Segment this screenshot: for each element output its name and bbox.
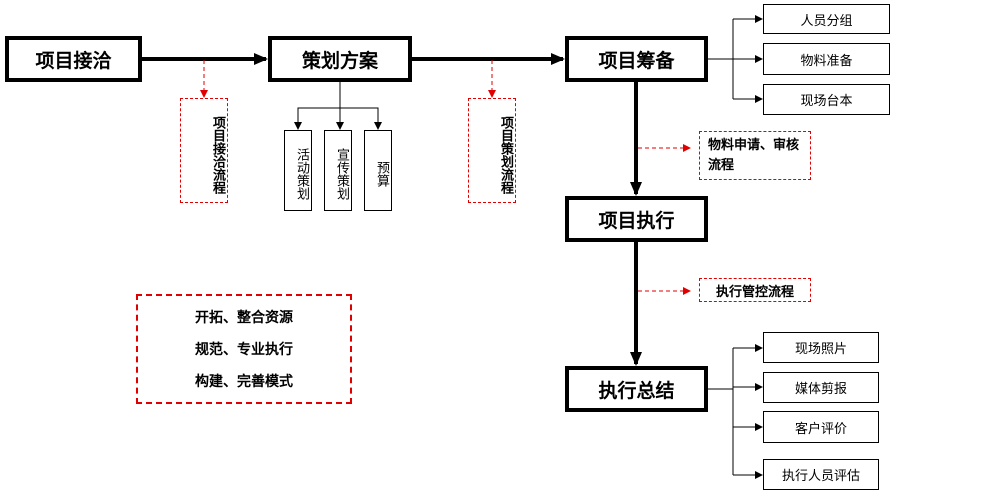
step-project-prep: 项目筹备: [565, 36, 708, 82]
step-project-exec: 项目执行: [565, 196, 708, 242]
prep-item: 人员分组: [763, 4, 890, 34]
flow-planning-process: 项目策划流程: [468, 98, 516, 203]
step-plan-scheme: 策划方案: [268, 36, 412, 82]
plan-item-budget: 预算: [364, 130, 392, 211]
motto-line: 规范、专业执行: [195, 342, 293, 358]
motto-line: 构建、完善模式: [195, 374, 293, 390]
prep-item: 物料准备: [763, 43, 890, 75]
summary-item: 执行人员评估: [763, 459, 879, 490]
step-exec-summary: 执行总结: [565, 366, 708, 412]
summary-item: 现场照片: [763, 332, 879, 363]
flow-exec-control: 执行管控流程: [699, 278, 811, 302]
motto-box: 开拓、整合资源 规范、专业执行 构建、完善模式: [136, 294, 352, 404]
flow-contact-process: 项目接洽流程: [180, 98, 228, 203]
plan-item-promo: 宣传策划: [324, 130, 352, 211]
flow-material-approval: 物料申请、审核流程: [699, 131, 811, 180]
prep-item: 现场台本: [763, 84, 890, 115]
plan-item-activity: 活动策划: [284, 130, 312, 211]
motto-line: 开拓、整合资源: [195, 310, 293, 326]
summary-item: 客户评价: [763, 411, 879, 443]
summary-item: 媒体剪报: [763, 372, 879, 403]
step-project-contact: 项目接洽: [5, 36, 142, 82]
